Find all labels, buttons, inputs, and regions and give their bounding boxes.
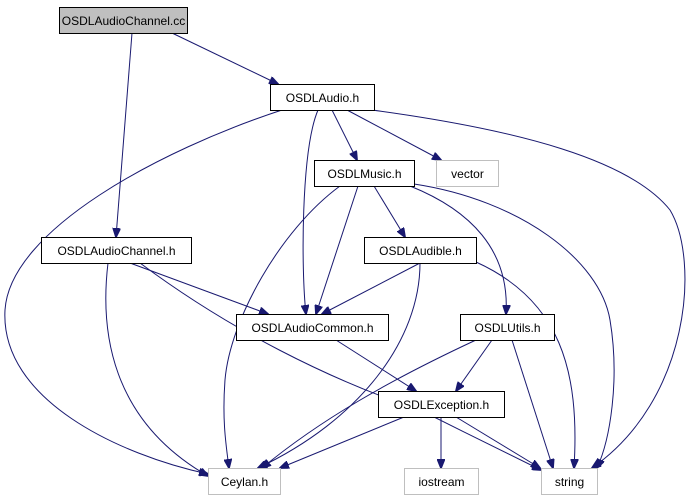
node-osdlmusic-h[interactable]: OSDLMusic.h — [314, 160, 415, 187]
edge-n3-n6 — [316, 185, 359, 314]
node-box — [541, 468, 598, 495]
node-box — [208, 468, 281, 495]
edge-n7-n11 — [511, 339, 553, 468]
edge-n3-n11 — [413, 183, 615, 468]
node-label: vector — [451, 167, 484, 181]
edge-n8-n9 — [280, 416, 405, 468]
node-box — [378, 391, 505, 418]
edge-n5-n11 — [475, 261, 575, 468]
node-label: OSDLAudioChannel.h — [57, 244, 175, 258]
node-osdlutils-h[interactable]: OSDLUtils.h — [460, 314, 555, 341]
edge-n0-n4 — [116, 32, 133, 237]
node-label: string — [555, 475, 584, 489]
node-label: OSDLMusic.h — [327, 167, 401, 181]
node-label: OSDLAudio.h — [286, 91, 359, 105]
edge-n6-n8 — [335, 339, 416, 391]
node-label: iostream — [418, 475, 464, 489]
edge-n1-n9 — [4, 109, 283, 474]
edge-n1-n3 — [331, 109, 357, 160]
node-iostream: iostream — [404, 468, 479, 495]
edge-n5-n9 — [258, 262, 421, 468]
node-osdlaudiochannel-h[interactable]: OSDLAudioChannel.h — [41, 237, 192, 264]
node-label: OSDLAudioCommon.h — [251, 321, 373, 335]
node-box — [404, 468, 479, 495]
nodes: OSDLAudioChannel.ccOSDLAudio.hvectorOSDL… — [41, 7, 598, 495]
node-osdlexception-h[interactable]: OSDLException.h — [378, 391, 505, 418]
node-box — [236, 314, 389, 341]
edge-n7-n9 — [262, 339, 477, 468]
node-label: Ceylan.h — [221, 475, 268, 489]
node-osdlaudiocommon-h[interactable]: OSDLAudioCommon.h — [236, 314, 389, 341]
edge-n4-n6 — [129, 262, 268, 314]
node-box — [59, 7, 188, 34]
node-ceylan-h: Ceylan.h — [208, 468, 281, 495]
edges — [4, 32, 686, 476]
edge-n5-n6 — [322, 262, 421, 314]
node-box — [270, 84, 375, 111]
edge-n4-n11 — [139, 262, 541, 470]
node-osdlaudible-h[interactable]: OSDLAudible.h — [364, 237, 477, 264]
node-box — [314, 160, 415, 187]
node-box — [460, 314, 555, 341]
edge-n1-n2 — [346, 109, 441, 160]
edge-n4-n9 — [105, 262, 208, 476]
node-box — [436, 160, 499, 187]
edge-n0-n1 — [171, 32, 278, 84]
edge-n7-n8 — [456, 339, 493, 391]
edge-n3-n9 — [223, 185, 341, 468]
node-box — [364, 237, 477, 264]
edge-n3-n5 — [373, 185, 405, 237]
node-box — [41, 237, 192, 264]
node-string: string — [541, 468, 598, 495]
node-label: OSDLAudible.h — [379, 244, 462, 258]
edge-n1-n6 — [303, 109, 319, 314]
edge-n1-n11 — [371, 109, 686, 468]
node-label: OSDLUtils.h — [474, 321, 540, 335]
node-label: OSDLAudioChannel.cc — [62, 14, 185, 28]
node-label: OSDLException.h — [394, 398, 489, 412]
edge-n8-n11 — [455, 416, 540, 468]
node-osdlaudio-h[interactable]: OSDLAudio.h — [270, 84, 375, 111]
edge-n3-n7 — [409, 185, 506, 314]
node-osdlaudiochannel-cc[interactable]: OSDLAudioChannel.cc — [59, 7, 188, 34]
node-vector: vector — [436, 160, 499, 187]
